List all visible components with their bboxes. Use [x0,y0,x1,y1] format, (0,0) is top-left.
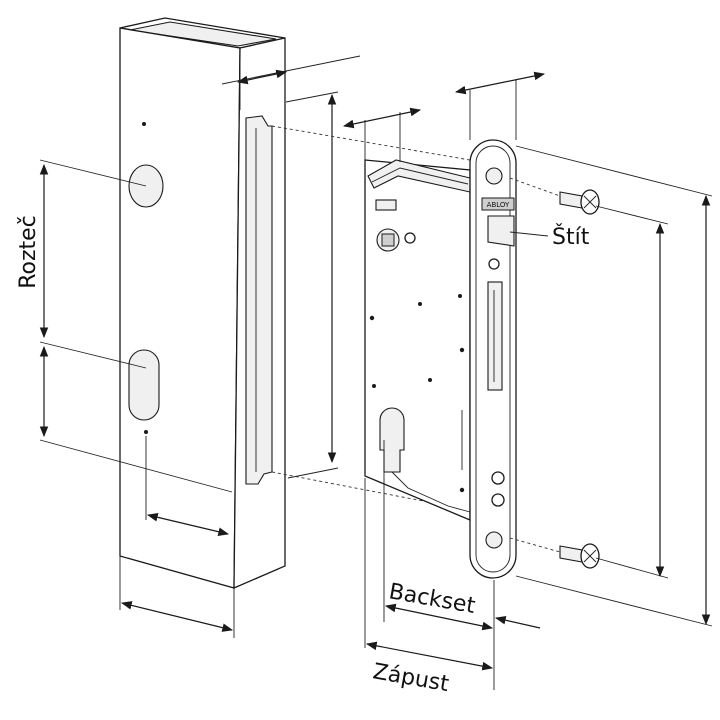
faceplate-length-dimension [515,145,713,627]
faceplate-width-dimension [454,71,546,140]
screw-bottom [559,543,600,569]
roztec-dimension [39,159,233,493]
faceplate: ABLOY [469,139,517,579]
box-top-dimensions [221,38,361,479]
stit-label: Štít [552,224,590,250]
lock-body [364,159,471,521]
box-profile [119,17,286,589]
screw-spacing-dimension [595,205,669,579]
cylinder-hole-oval [128,349,160,421]
box-width-dimension [119,436,235,638]
zapust-label: Zápust [371,659,451,697]
body-top-dimension [342,107,422,162]
screw-top [559,189,600,215]
zapust-dimension [364,478,495,690]
backset-dimension [383,440,541,632]
backset-label: Backset [387,579,477,619]
roztec-label: Rozteč [16,215,41,289]
faceplate-badge: ABLOY [487,201,510,209]
